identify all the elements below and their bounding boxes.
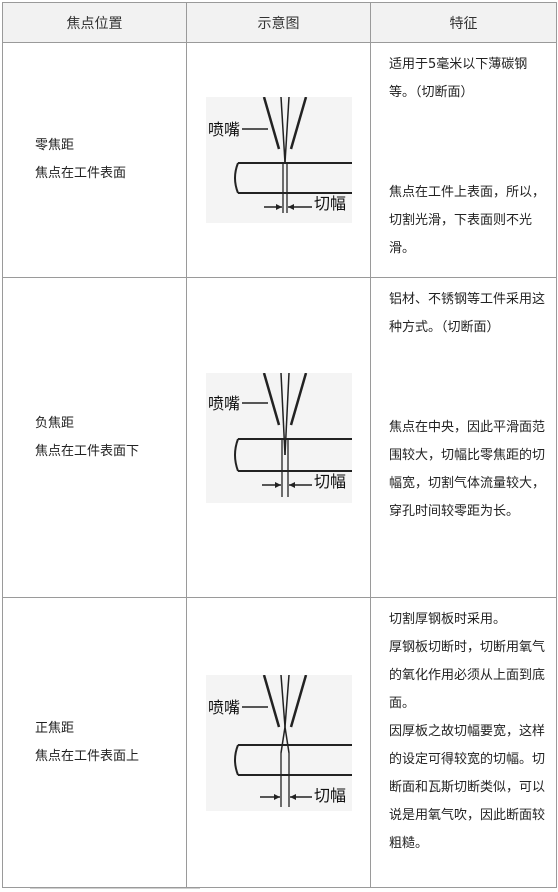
nozzle-label: 喷嘴	[208, 394, 240, 413]
table-header-row: 焦点位置 示意图 特征	[2, 2, 557, 43]
position-name: 负焦距	[35, 415, 75, 431]
feature-extra: 因厚板之故切幅要宽，这样的设定可得较宽的切幅。切断面和瓦斯切断类似，可以说是用氧…	[389, 724, 546, 851]
feature-use: 适用于5毫米以下薄碳钢等。（切断面）	[389, 57, 528, 100]
header-feature: 特征	[370, 2, 557, 43]
position-cell: 零焦距 焦点在工件表面	[2, 42, 187, 278]
feature-use: 铝材、不锈钢等工件采用这种方式。（切断面）	[389, 292, 546, 335]
kerf-label: 切幅	[314, 786, 346, 805]
table-row: 正焦距 焦点在工件表面上 喷嘴	[2, 597, 557, 888]
figure-cell: 喷嘴 切幅	[186, 597, 371, 888]
position-desc: 焦点在工件表面	[35, 166, 127, 181]
feature-use: 切割厚钢板时采用。	[389, 612, 507, 627]
figure-cell: 喷嘴 切幅	[186, 42, 371, 278]
nozzle-label: 喷嘴	[208, 120, 240, 139]
nozzle-diagram-positive-focus: 喷嘴 切幅	[205, 674, 352, 811]
position-name: 零焦距	[35, 138, 75, 153]
position-desc: 焦点在工件表面下	[35, 443, 140, 459]
table-row: 零焦距 焦点在工件表面 喷嘴	[2, 42, 557, 278]
feature-description: 焦点在工件上表面，所以，切割光滑，下表面则不光滑。	[389, 185, 546, 256]
nozzle-diagram-zero-focus: 喷嘴 切幅	[205, 97, 352, 223]
position-desc: 焦点在工件表面上	[35, 748, 140, 764]
feature-cell: 切割厚钢板时采用。 厚钢板切断时，切断用氧气的氧化作用必须从上面到底面。 因厚板…	[370, 597, 557, 888]
header-figure: 示意图	[186, 2, 371, 43]
feature-cell: 铝材、不锈钢等工件采用这种方式。（切断面） 焦点在中央，因此平滑面范围较大，切幅…	[370, 277, 557, 598]
feature-cell: 适用于5毫米以下薄碳钢等。（切断面） 焦点在工件上表面，所以，切割光滑，下表面则…	[370, 42, 557, 278]
nozzle-diagram-negative-focus: 喷嘴 切幅	[205, 372, 352, 503]
feature-description: 厚钢板切断时，切断用氧气的氧化作用必须从上面到底面。	[389, 640, 546, 711]
kerf-label: 切幅	[314, 472, 346, 491]
footer-divider	[30, 888, 200, 889]
nozzle-label: 喷嘴	[208, 698, 240, 717]
position-cell: 正焦距 焦点在工件表面上	[2, 597, 187, 888]
kerf-label: 切幅	[314, 194, 346, 213]
header-position: 焦点位置	[2, 2, 187, 43]
table-row: 负焦距 焦点在工件表面下 喷嘴	[2, 277, 557, 598]
position-cell: 负焦距 焦点在工件表面下	[2, 277, 187, 598]
figure-cell: 喷嘴 切幅	[186, 277, 371, 598]
position-name: 正焦距	[35, 720, 75, 736]
feature-description: 焦点在中央，因此平滑面范围较大，切幅比零焦距的切幅宽，切割气体流量较大，穿孔时间…	[389, 420, 546, 519]
